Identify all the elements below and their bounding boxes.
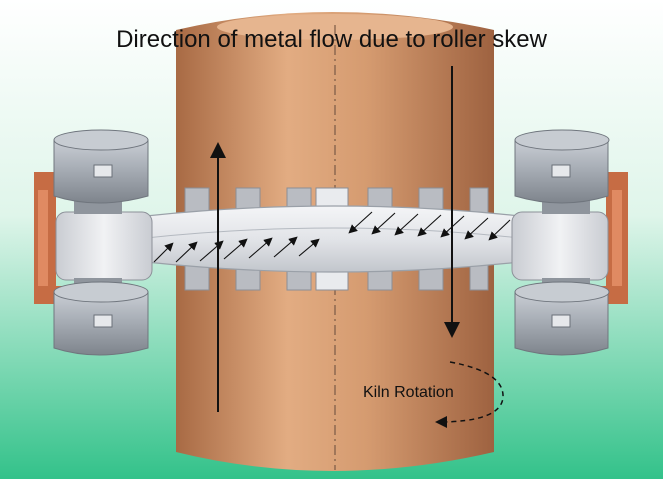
rotation-arrow [435, 361, 504, 428]
diagram-title: Direction of metal flow due to roller sk… [116, 26, 547, 53]
right-roller-assembly [511, 129, 610, 356]
kiln-rotation-label: Kiln Rotation [363, 384, 454, 401]
left-roller-assembly [53, 129, 153, 356]
